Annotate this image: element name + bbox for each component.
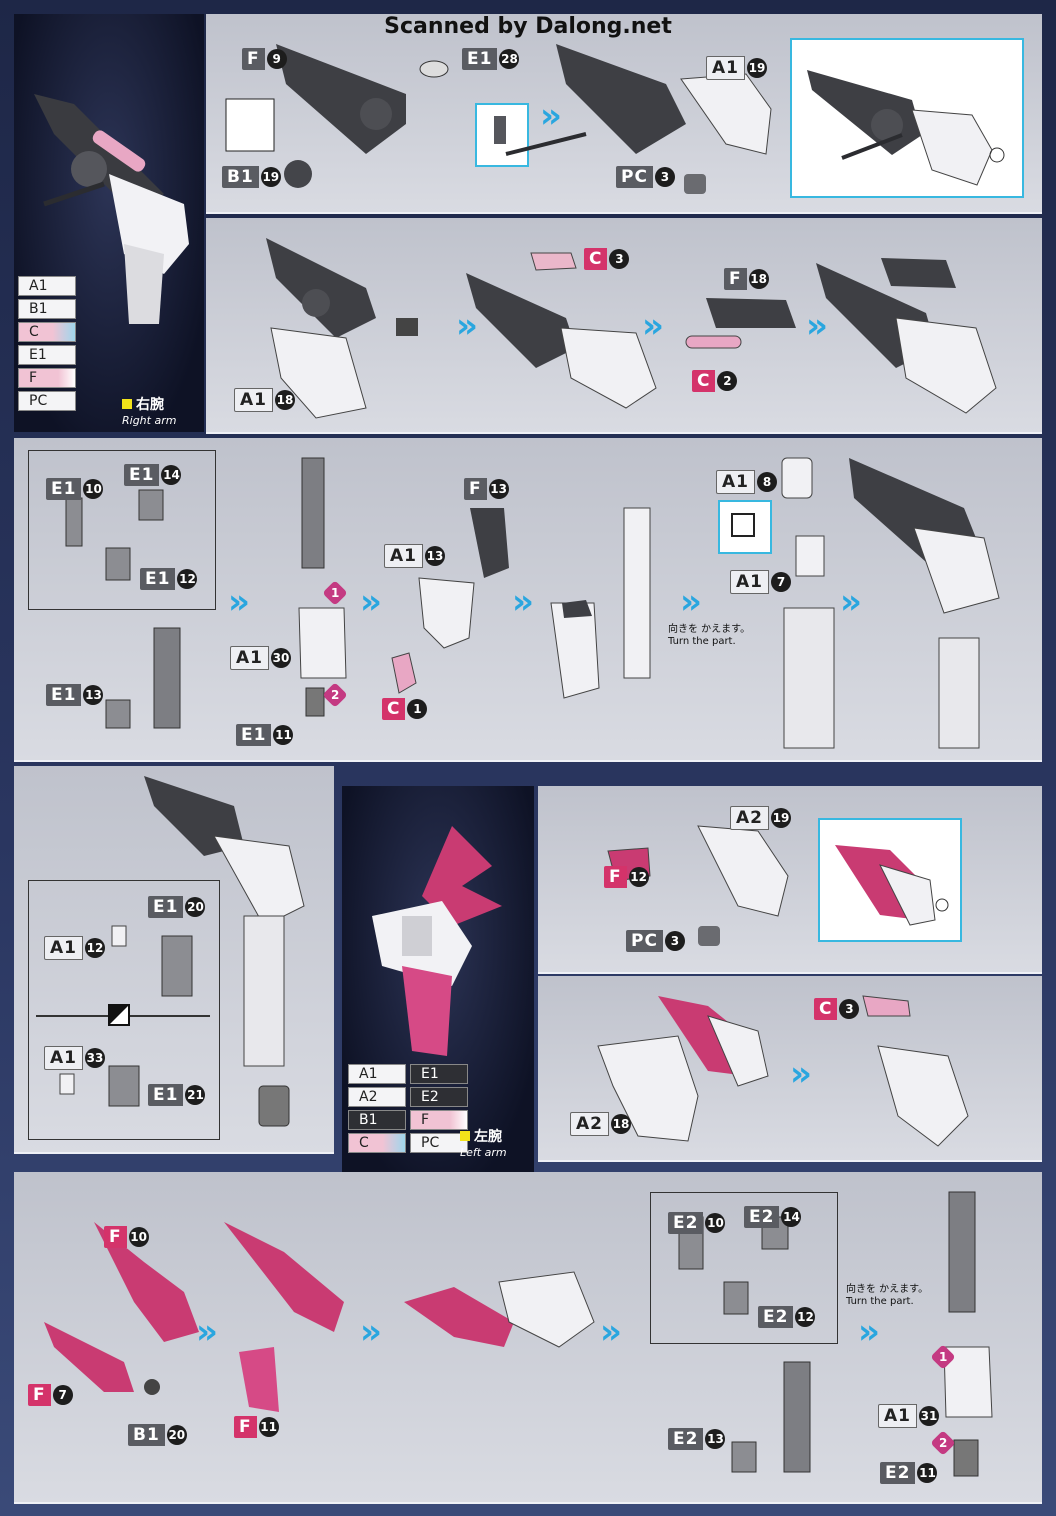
step5-result-inset [818, 818, 962, 942]
runner-a2: A2 [348, 1087, 406, 1107]
step3-parts-drawing [65, 457, 1000, 749]
step3-subassembly-box [28, 450, 216, 610]
right-arm-caption: 右腕 Right arm [122, 397, 177, 427]
left-arm-runner-legend: A1 A2 B1 C E1 E2 F PC [348, 1064, 468, 1156]
runner-a1: A1 [18, 276, 76, 296]
runner-e1: E1 [410, 1064, 468, 1084]
step1-result-inset [790, 38, 1024, 198]
arrow-icon: » [642, 306, 664, 346]
left-arm-caption: 左腕 Left arm [460, 1129, 507, 1159]
detail-box [225, 98, 275, 152]
runner-f: F [18, 368, 76, 388]
right-arm-render [34, 94, 189, 324]
step1-parts-drawing [225, 44, 772, 194]
step5-result-drawing [835, 845, 949, 926]
socket-icon [731, 513, 755, 537]
step7-parts-drawing [44, 1191, 993, 1477]
step2-parts-drawing [266, 238, 997, 419]
runner-c: C [18, 322, 76, 342]
runner-e1: E1 [18, 345, 76, 365]
runner-f: F [410, 1110, 468, 1130]
watermark: Scanned by Dalong.net [384, 14, 672, 39]
arrow-icon: » [196, 1312, 218, 1352]
left-arm-render [372, 826, 502, 1056]
hand-option-box [28, 880, 220, 1140]
arrow-icon: » [456, 306, 478, 346]
arrow-icon: » [806, 306, 828, 346]
runner-pc: PC [18, 391, 76, 411]
left-arm-preview: A1 A2 B1 C E1 E2 F PC 左腕 Left arm [342, 786, 534, 1172]
arrow-icon: » [360, 1312, 382, 1352]
step4-parts-drawing [36, 776, 305, 1127]
runner-e2: E2 [410, 1087, 468, 1107]
step6-parts-drawing [597, 995, 969, 1147]
yellow-marker-icon [122, 399, 132, 409]
runner-a1: A1 [348, 1064, 406, 1084]
arrow-icon: » [540, 96, 562, 136]
arrow-icon: » [790, 1054, 812, 1094]
runner-b1: B1 [18, 299, 76, 319]
right-arm-preview: A1 B1 C E1 F PC 右腕 Right arm [14, 14, 204, 432]
arrow-icon: » [600, 1312, 622, 1352]
arrow-icon: » [680, 582, 702, 622]
a1-8-detail-box [718, 500, 772, 554]
runner-b1: B1 [348, 1110, 406, 1130]
turn-part-note: 向きを かえます。Turn the part. [846, 1284, 929, 1307]
runner-c: C [348, 1133, 406, 1153]
step1-result-drawing [807, 70, 1005, 186]
runner-pc: PC [410, 1133, 468, 1153]
arrow-icon: » [512, 582, 534, 622]
yellow-marker-icon [460, 1131, 470, 1141]
arrow-icon: » [228, 582, 250, 622]
step-panel-7 [14, 1172, 1042, 1504]
right-arm-runner-legend: A1 B1 C E1 F PC [18, 276, 76, 414]
turn-part-note: 向きを かえます。Turn the part. [668, 624, 751, 647]
arrow-icon: » [840, 582, 862, 622]
swap-option-icon [108, 1004, 130, 1026]
arrow-icon: » [858, 1312, 880, 1352]
arrow-icon: » [360, 582, 382, 622]
step7-subassembly-box [650, 1192, 838, 1344]
